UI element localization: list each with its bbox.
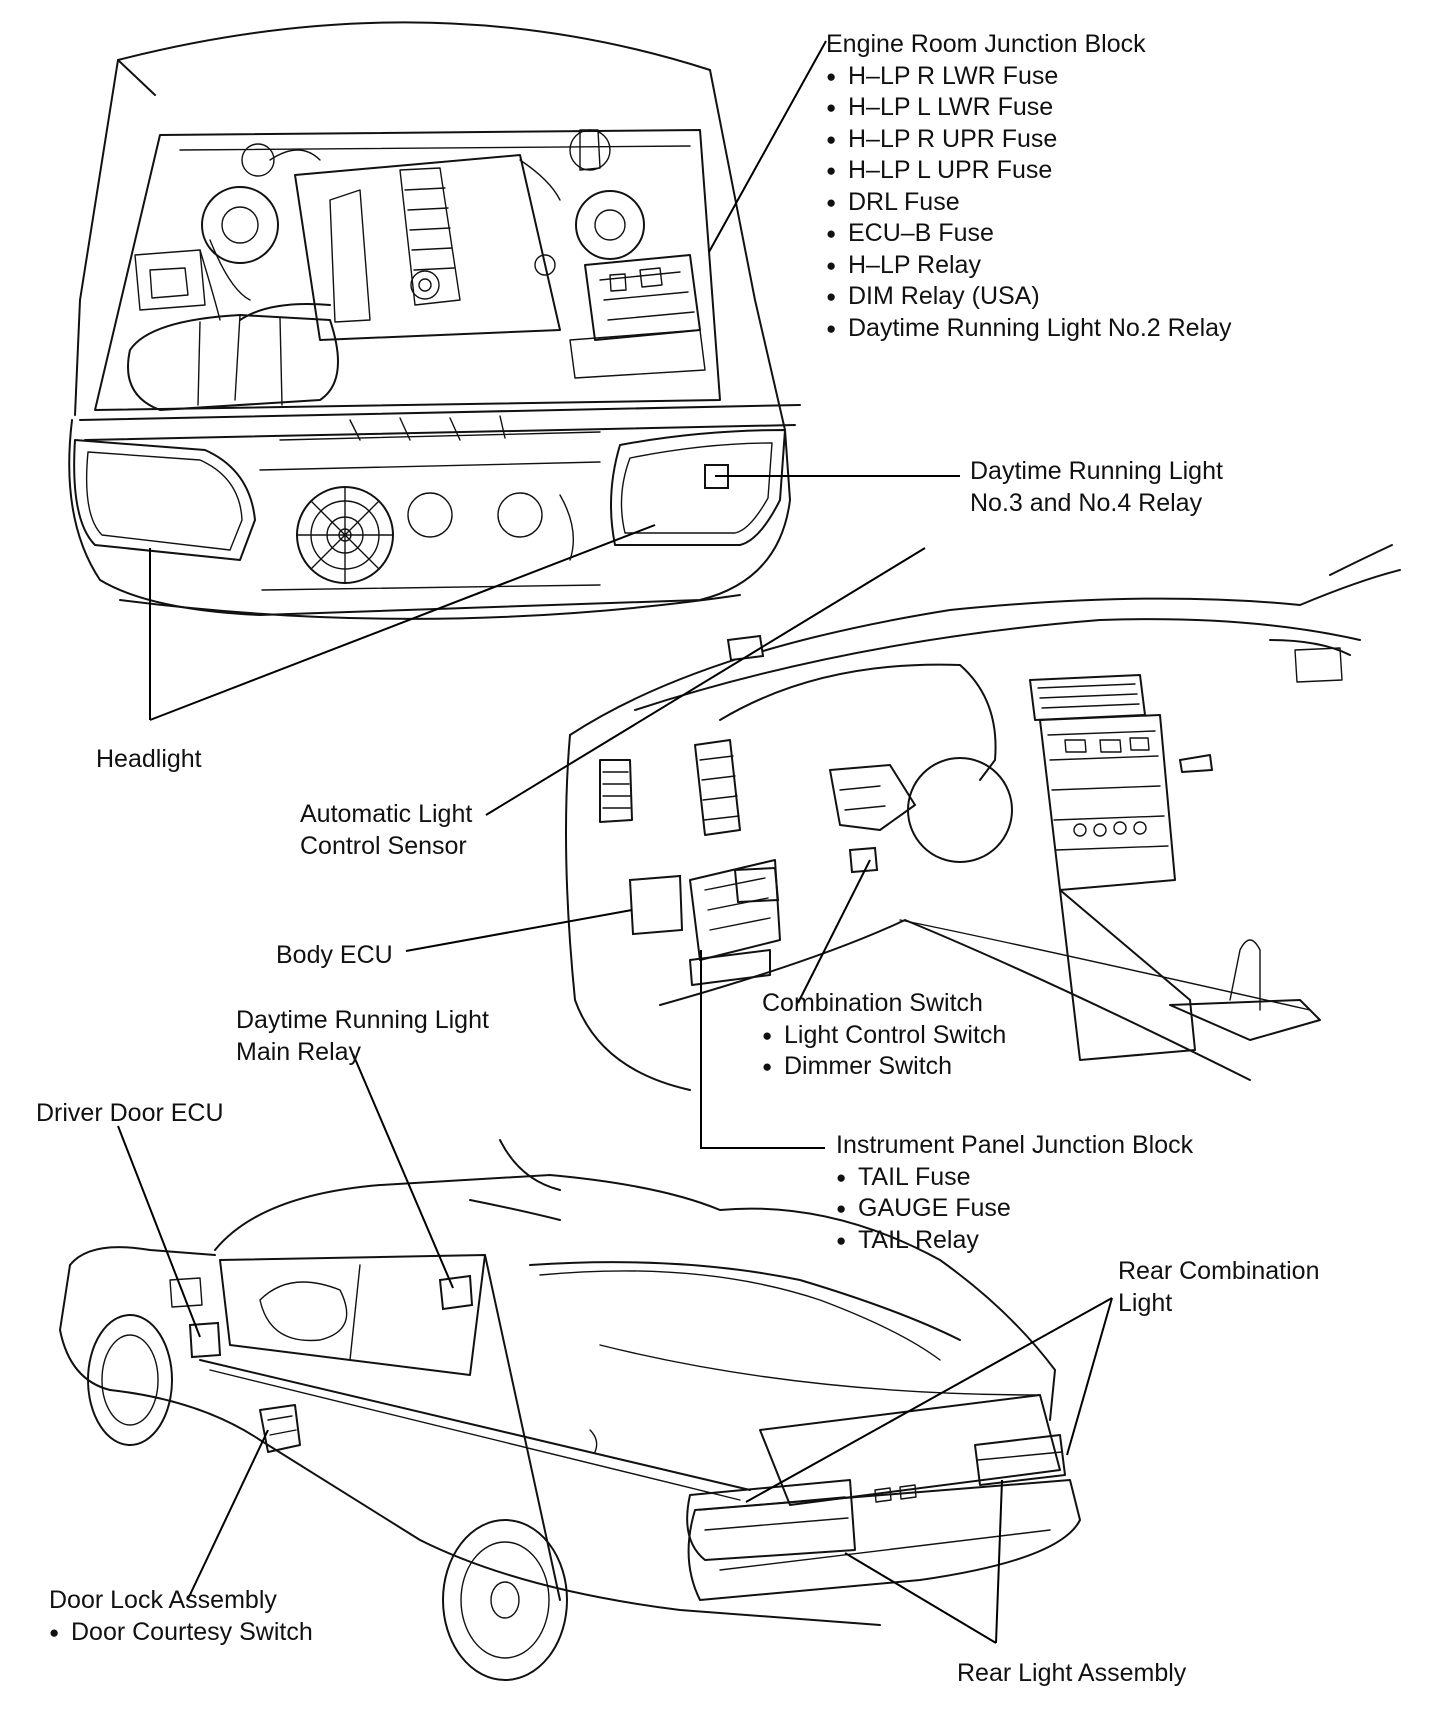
label-line: Rear Combination (1118, 1257, 1320, 1285)
dashboard-drawing (565, 544, 1401, 1091)
leader-combination-switch (797, 859, 871, 1004)
leader-engine-room-jb (708, 40, 827, 253)
label-line: Main Relay (236, 1037, 362, 1066)
ip-jb-title: Instrument Panel Junction Block (836, 1131, 1194, 1159)
list-item: ECU–B Fuse (826, 218, 1232, 250)
label-line: Rear Light Assembly (957, 1659, 1187, 1687)
leader-rear-light-2 (995, 1479, 1003, 1644)
list-item: DRL Fuse (826, 187, 1232, 219)
label-body-ecu: Body ECU (276, 940, 393, 972)
list-item: H–LP L LWR Fuse (826, 92, 1232, 124)
leader-rear-combo-2 (1066, 1297, 1113, 1456)
leader-rear-light-1 (844, 1552, 997, 1644)
engine-room-jb-list: H–LP R LWR Fuse H–LP L LWR Fuse H–LP R U… (826, 61, 1232, 345)
engine-room-jb-title: Engine Room Junction Block (826, 30, 1146, 58)
label-line: Body ECU (276, 941, 393, 969)
list-item: DIM Relay (USA) (826, 281, 1232, 313)
combination-switch-title: Combination Switch (762, 989, 983, 1017)
label-line: Driver Door ECU (36, 1099, 224, 1127)
label-combination-switch: Combination Switch Light Control Switch … (762, 988, 1006, 1083)
label-door-lock-assembly: Door Lock Assembly Door Courtesy Switch (49, 1585, 313, 1648)
list-item: H–LP R UPR Fuse (826, 124, 1232, 156)
list-item: H–LP L UPR Fuse (826, 155, 1232, 187)
label-driver-door-ecu: Driver Door ECU (36, 1098, 224, 1130)
car-rear-view-drawing (59, 1139, 1081, 1681)
combination-switch-list: Light Control Switch Dimmer Switch (762, 1020, 1006, 1083)
leader-headlight-right (149, 524, 656, 721)
engine-bay-drawing (68, 21, 801, 620)
label-drl-main-relay: Daytime Running Light Main Relay (236, 1005, 489, 1068)
door-lock-assembly-title: Door Lock Assembly (49, 1586, 277, 1614)
label-line: No.3 and No.4 Relay (970, 488, 1203, 517)
leader-door-lock (187, 1429, 269, 1600)
leader-drl-main-relay (352, 1053, 454, 1289)
label-rear-combination-light: Rear Combination Light (1118, 1256, 1320, 1319)
label-automatic-light-control-sensor: Automatic Light Control Sensor (300, 799, 472, 862)
list-item: Light Control Switch (762, 1020, 1006, 1052)
list-item: TAIL Fuse (836, 1162, 1193, 1194)
leader-lines (117, 40, 1113, 1644)
list-item: H–LP Relay (826, 250, 1232, 282)
list-item: Door Courtesy Switch (49, 1617, 313, 1649)
list-item: Dimmer Switch (762, 1051, 1006, 1083)
label-rear-light-assembly: Rear Light Assembly (957, 1658, 1186, 1690)
ip-jb-list: TAIL Fuse GAUGE Fuse TAIL Relay (836, 1162, 1193, 1257)
label-line: Daytime Running Light (970, 457, 1223, 485)
leader-auto-light-sensor (485, 547, 926, 816)
leader-driver-door-ecu (117, 1125, 201, 1338)
door-lock-assembly-list: Door Courtesy Switch (49, 1617, 313, 1649)
list-item: H–LP R LWR Fuse (826, 61, 1232, 93)
leader-rear-combo-1 (745, 1297, 1113, 1503)
label-line: Daytime Running Light (236, 1006, 489, 1034)
label-headlight: Headlight (96, 744, 202, 776)
leader-body-ecu (405, 909, 633, 952)
list-item: GAUGE Fuse (836, 1193, 1193, 1225)
label-line: Automatic Light (300, 800, 473, 828)
label-instrument-panel-junction-block: Instrument Panel Junction Block TAIL Fus… (836, 1130, 1193, 1256)
label-line: Headlight (96, 745, 202, 773)
leader-ip-jb (700, 950, 825, 1149)
label-line: Light (1118, 1288, 1173, 1317)
list-item: TAIL Relay (836, 1225, 1193, 1257)
label-drl-no3-no4-relay: Daytime Running Light No.3 and No.4 Rela… (970, 456, 1223, 519)
list-item: Daytime Running Light No.2 Relay (826, 313, 1232, 345)
label-line: Control Sensor (300, 831, 467, 860)
label-engine-room-junction-block: Engine Room Junction Block H–LP R LWR Fu… (826, 29, 1232, 344)
